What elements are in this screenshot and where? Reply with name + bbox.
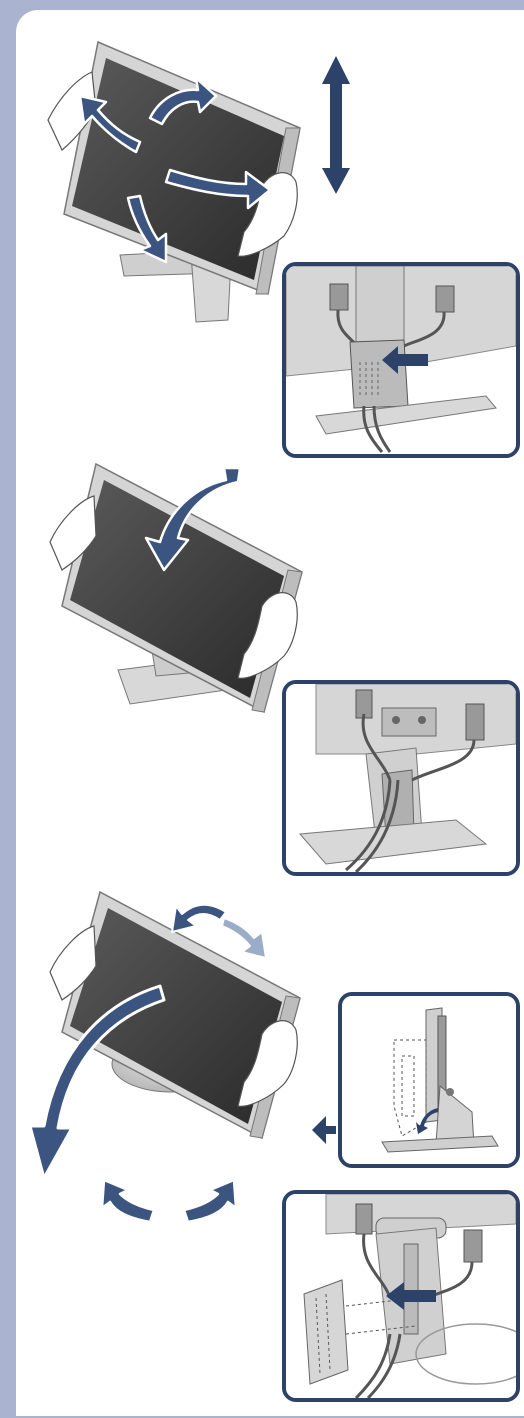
cable-holder-inset-icon (286, 684, 516, 872)
cable-holder-inset-2 (282, 680, 520, 876)
stand-side-view-inset (338, 992, 520, 1168)
stand-side-view-icon (342, 996, 516, 1164)
rotate-arrows-icon (102, 1180, 236, 1222)
cable-cover-inset (282, 1190, 520, 1402)
cable-holder-inset-icon (286, 266, 516, 454)
cable-cover-inset-icon (286, 1194, 516, 1398)
vertical-arrow-icon (322, 56, 350, 194)
pointer-arrow-icon (312, 1116, 336, 1144)
monitor-icon (64, 42, 300, 294)
cable-holder-inset-1 (282, 262, 520, 458)
